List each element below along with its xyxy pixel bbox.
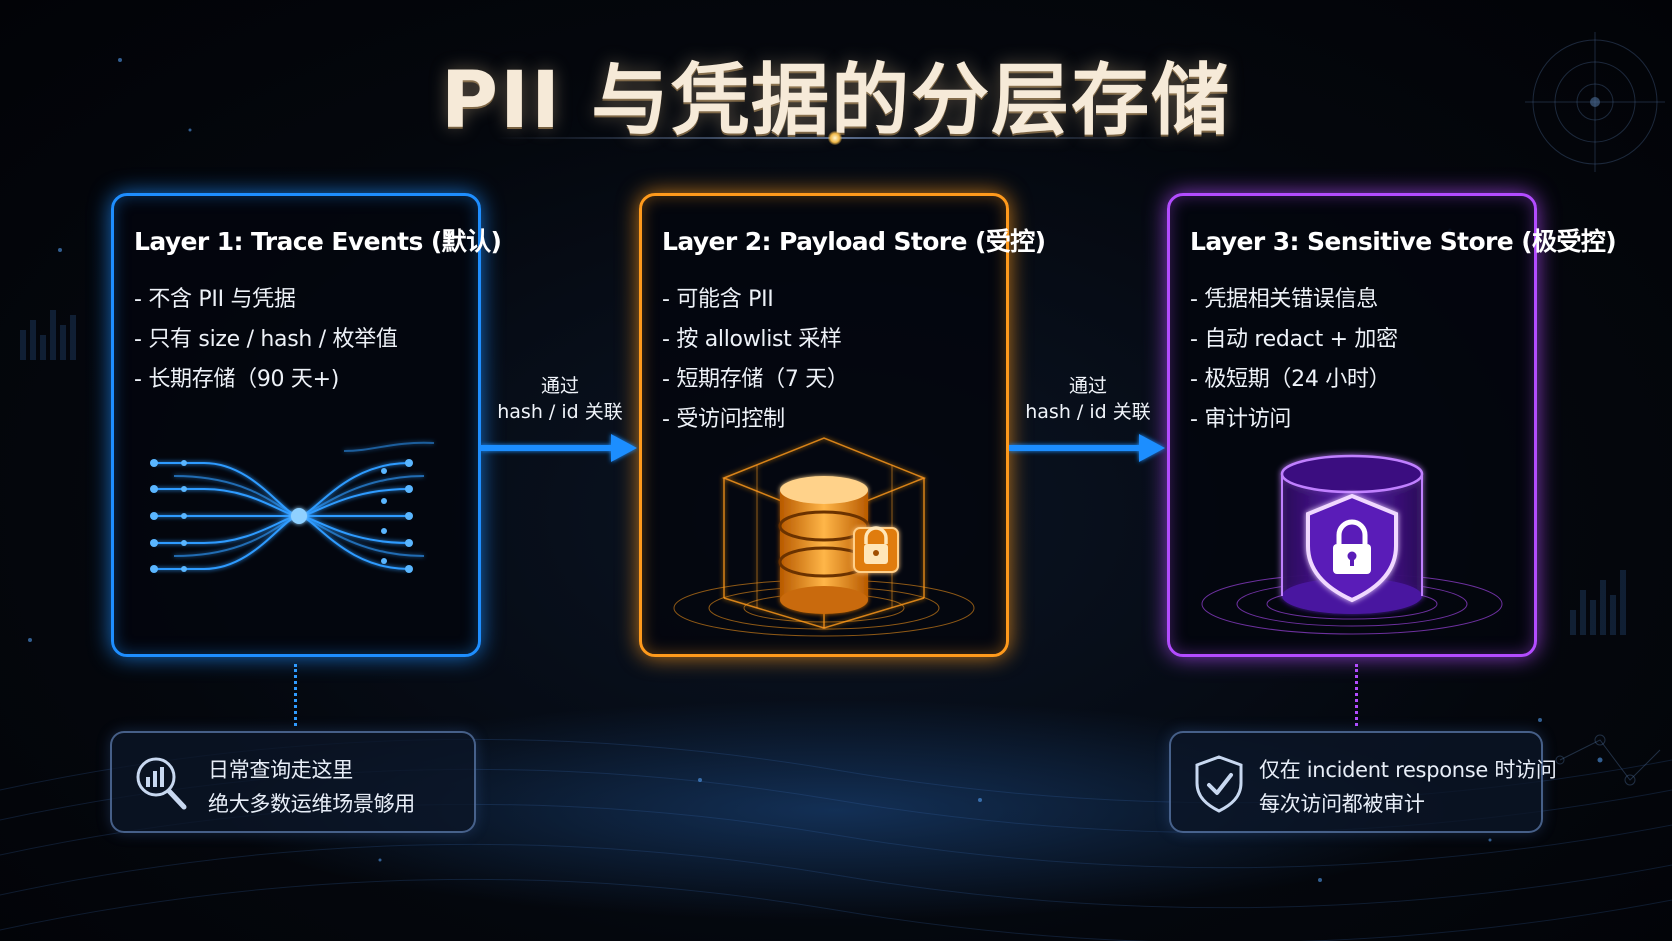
layer-2-bullets: - 可能含 PII - 按 allowlist 采样 - 短期存储（7 天） -…: [662, 280, 849, 440]
layer-3-bullet: - 自动 redact + 加密: [1190, 320, 1398, 360]
link-2-line2: hash / id 关联: [1018, 399, 1158, 425]
note-1-line2: 绝大多数运维场景够用: [208, 787, 415, 821]
layer-1-bullet: - 不含 PII 与凭据: [134, 280, 398, 320]
note-2-line2: 每次访问都被审计: [1259, 787, 1557, 821]
note-2-line1: 仅在 incident response 时访问: [1259, 753, 1557, 787]
layer-2-card: Layer 2: Payload Store (受控) - 可能含 PII - …: [639, 193, 1009, 657]
layer-3-card: Layer 3: Sensitive Store (极受控) - 凭据相关错误信…: [1167, 193, 1537, 657]
layer-3-title: Layer 3: Sensitive Store (极受控): [1190, 222, 1616, 258]
link-1-line2: hash / id 关联: [490, 399, 630, 425]
note-daily-queries: 日常查询走这里 绝大多数运维场景够用: [110, 731, 476, 833]
layer-2-bullet: - 按 allowlist 采样: [662, 320, 849, 360]
shield-lock-icon: [1190, 444, 1515, 644]
shield-check-icon: [1187, 751, 1251, 815]
data-streams-icon: [144, 431, 454, 581]
layer-1-title: Layer 1: Trace Events (默认): [134, 222, 501, 258]
layer-2-bullet: - 短期存储（7 天）: [662, 360, 849, 400]
link-label-1-2: 通过 hash / id 关联: [490, 373, 630, 425]
layer-2-title: Layer 2: Payload Store (受控): [662, 222, 1045, 258]
note-1-line1: 日常查询走这里: [208, 753, 415, 787]
arrow-right-icon: [481, 428, 639, 468]
link-label-2-3: 通过 hash / id 关联: [1018, 373, 1158, 425]
layer-1-card: Layer 1: Trace Events (默认) - 不含 PII 与凭据 …: [111, 193, 481, 657]
title-underline-spark: [828, 131, 842, 145]
connector-layer-3-note: [1355, 664, 1358, 726]
link-1-line1: 通过: [490, 373, 630, 399]
layer-3-bullets: - 凭据相关错误信息 - 自动 redact + 加密 - 极短期（24 小时）…: [1190, 280, 1398, 440]
connector-layer-1-note: [294, 664, 297, 726]
layer-3-bullet: - 凭据相关错误信息: [1190, 280, 1398, 320]
layer-1-bullet: - 只有 size / hash / 枚举值: [134, 320, 398, 360]
search-chart-icon: [128, 751, 192, 815]
layer-1-bullets: - 不含 PII 与凭据 - 只有 size / hash / 枚举值 - 长期…: [134, 280, 398, 400]
note-daily-queries-text: 日常查询走这里 绝大多数运维场景够用: [208, 753, 415, 821]
arrow-right-icon: [1009, 428, 1167, 468]
link-2-line1: 通过: [1018, 373, 1158, 399]
layer-1-bullet: - 长期存储（90 天+): [134, 360, 398, 400]
layer-3-bullet: - 审计访问: [1190, 400, 1398, 440]
locked-database-icon: [662, 428, 987, 646]
layer-2-bullet: - 可能含 PII: [662, 280, 849, 320]
note-incident-response-text: 仅在 incident response 时访问 每次访问都被审计: [1259, 753, 1557, 821]
note-incident-response: 仅在 incident response 时访问 每次访问都被审计: [1169, 731, 1543, 833]
layer-3-bullet: - 极短期（24 小时）: [1190, 360, 1398, 400]
